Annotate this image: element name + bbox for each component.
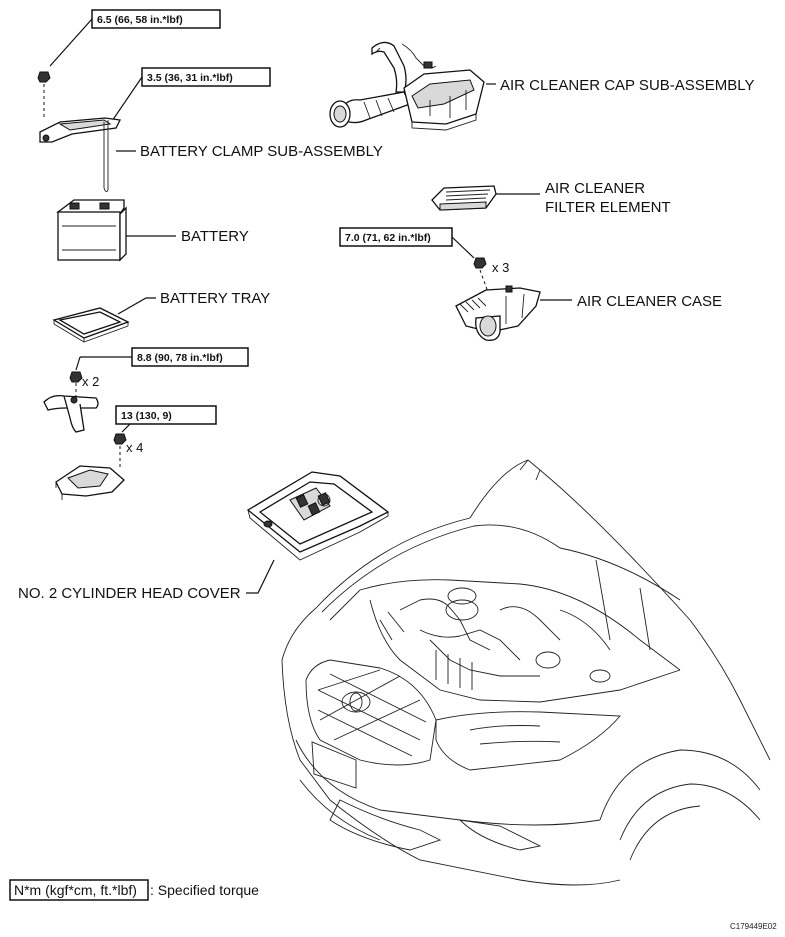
torque-tray-bolt-text: 8.8 (90, 78 in.*lbf) <box>137 352 223 364</box>
bracket-bolt-icon <box>113 433 127 468</box>
battery-tray-part <box>52 307 130 343</box>
label-air-cleaner-cap: AIR CLEANER CAP SUB-ASSEMBLY <box>500 77 755 94</box>
torque-bracket-bolt: 13 (130, 9) <box>115 405 217 433</box>
battery-bracket-part <box>43 383 99 433</box>
torque-clamp-bolt: 6.5 (66, 58 in.*lbf) <box>49 9 221 67</box>
legend-text: : Specified torque <box>150 882 259 898</box>
torque-legend: N*m (kgf*cm, ft.*lbf) : Specified torque <box>9 879 259 901</box>
label-air-cleaner-case: AIR CLEANER CASE <box>577 293 722 310</box>
torque-bracket-bolt-text: 13 (130, 9) <box>121 410 172 422</box>
torque-clamp-nut: 3.5 (36, 31 in.*lbf) <box>109 67 271 125</box>
cylinder-head-cover-part <box>246 471 390 561</box>
label-cylinder-head-cover: NO. 2 CYLINDER HEAD COVER <box>18 585 241 602</box>
label-battery-tray: BATTERY TRAY <box>160 290 270 307</box>
battery-carrier-part <box>55 465 125 500</box>
label-air-filter-line1: AIR CLEANER <box>545 180 645 197</box>
qty-bracket-bolt: x 4 <box>126 440 143 455</box>
label-battery: BATTERY <box>181 228 249 245</box>
figure-code: C179449E02 <box>730 922 777 931</box>
air-filter-element-part <box>431 185 497 211</box>
air-cleaner-case-part <box>455 285 541 341</box>
torque-tray-bolt: 8.8 (90, 78 in.*lbf) <box>75 347 249 371</box>
vehicle-front-illustration <box>281 459 771 886</box>
torque-clamp-bolt-text: 6.5 (66, 58 in.*lbf) <box>97 14 183 26</box>
air-cleaner-cap-part <box>329 41 485 131</box>
torque-clamp-nut-text: 3.5 (36, 31 in.*lbf) <box>147 72 233 84</box>
qty-case-bolt: x 3 <box>492 260 509 275</box>
label-air-filter-line2: FILTER ELEMENT <box>545 199 671 216</box>
qty-tray-bolt: x 2 <box>82 374 99 389</box>
battery-clamp-part <box>39 117 121 193</box>
case-bolt-icon <box>473 257 489 293</box>
legend-unit: N*m (kgf*cm, ft.*lbf) <box>14 882 137 898</box>
torque-case-bolt: 7.0 (71, 62 in.*lbf) <box>339 227 475 259</box>
label-battery-clamp: BATTERY CLAMP SUB-ASSEMBLY <box>140 143 383 160</box>
torque-case-bolt-text: 7.0 (71, 62 in.*lbf) <box>345 232 431 244</box>
tray-bolt-icon <box>69 371 83 383</box>
clamp-bolt-icon <box>37 71 51 118</box>
battery-part <box>56 199 127 262</box>
